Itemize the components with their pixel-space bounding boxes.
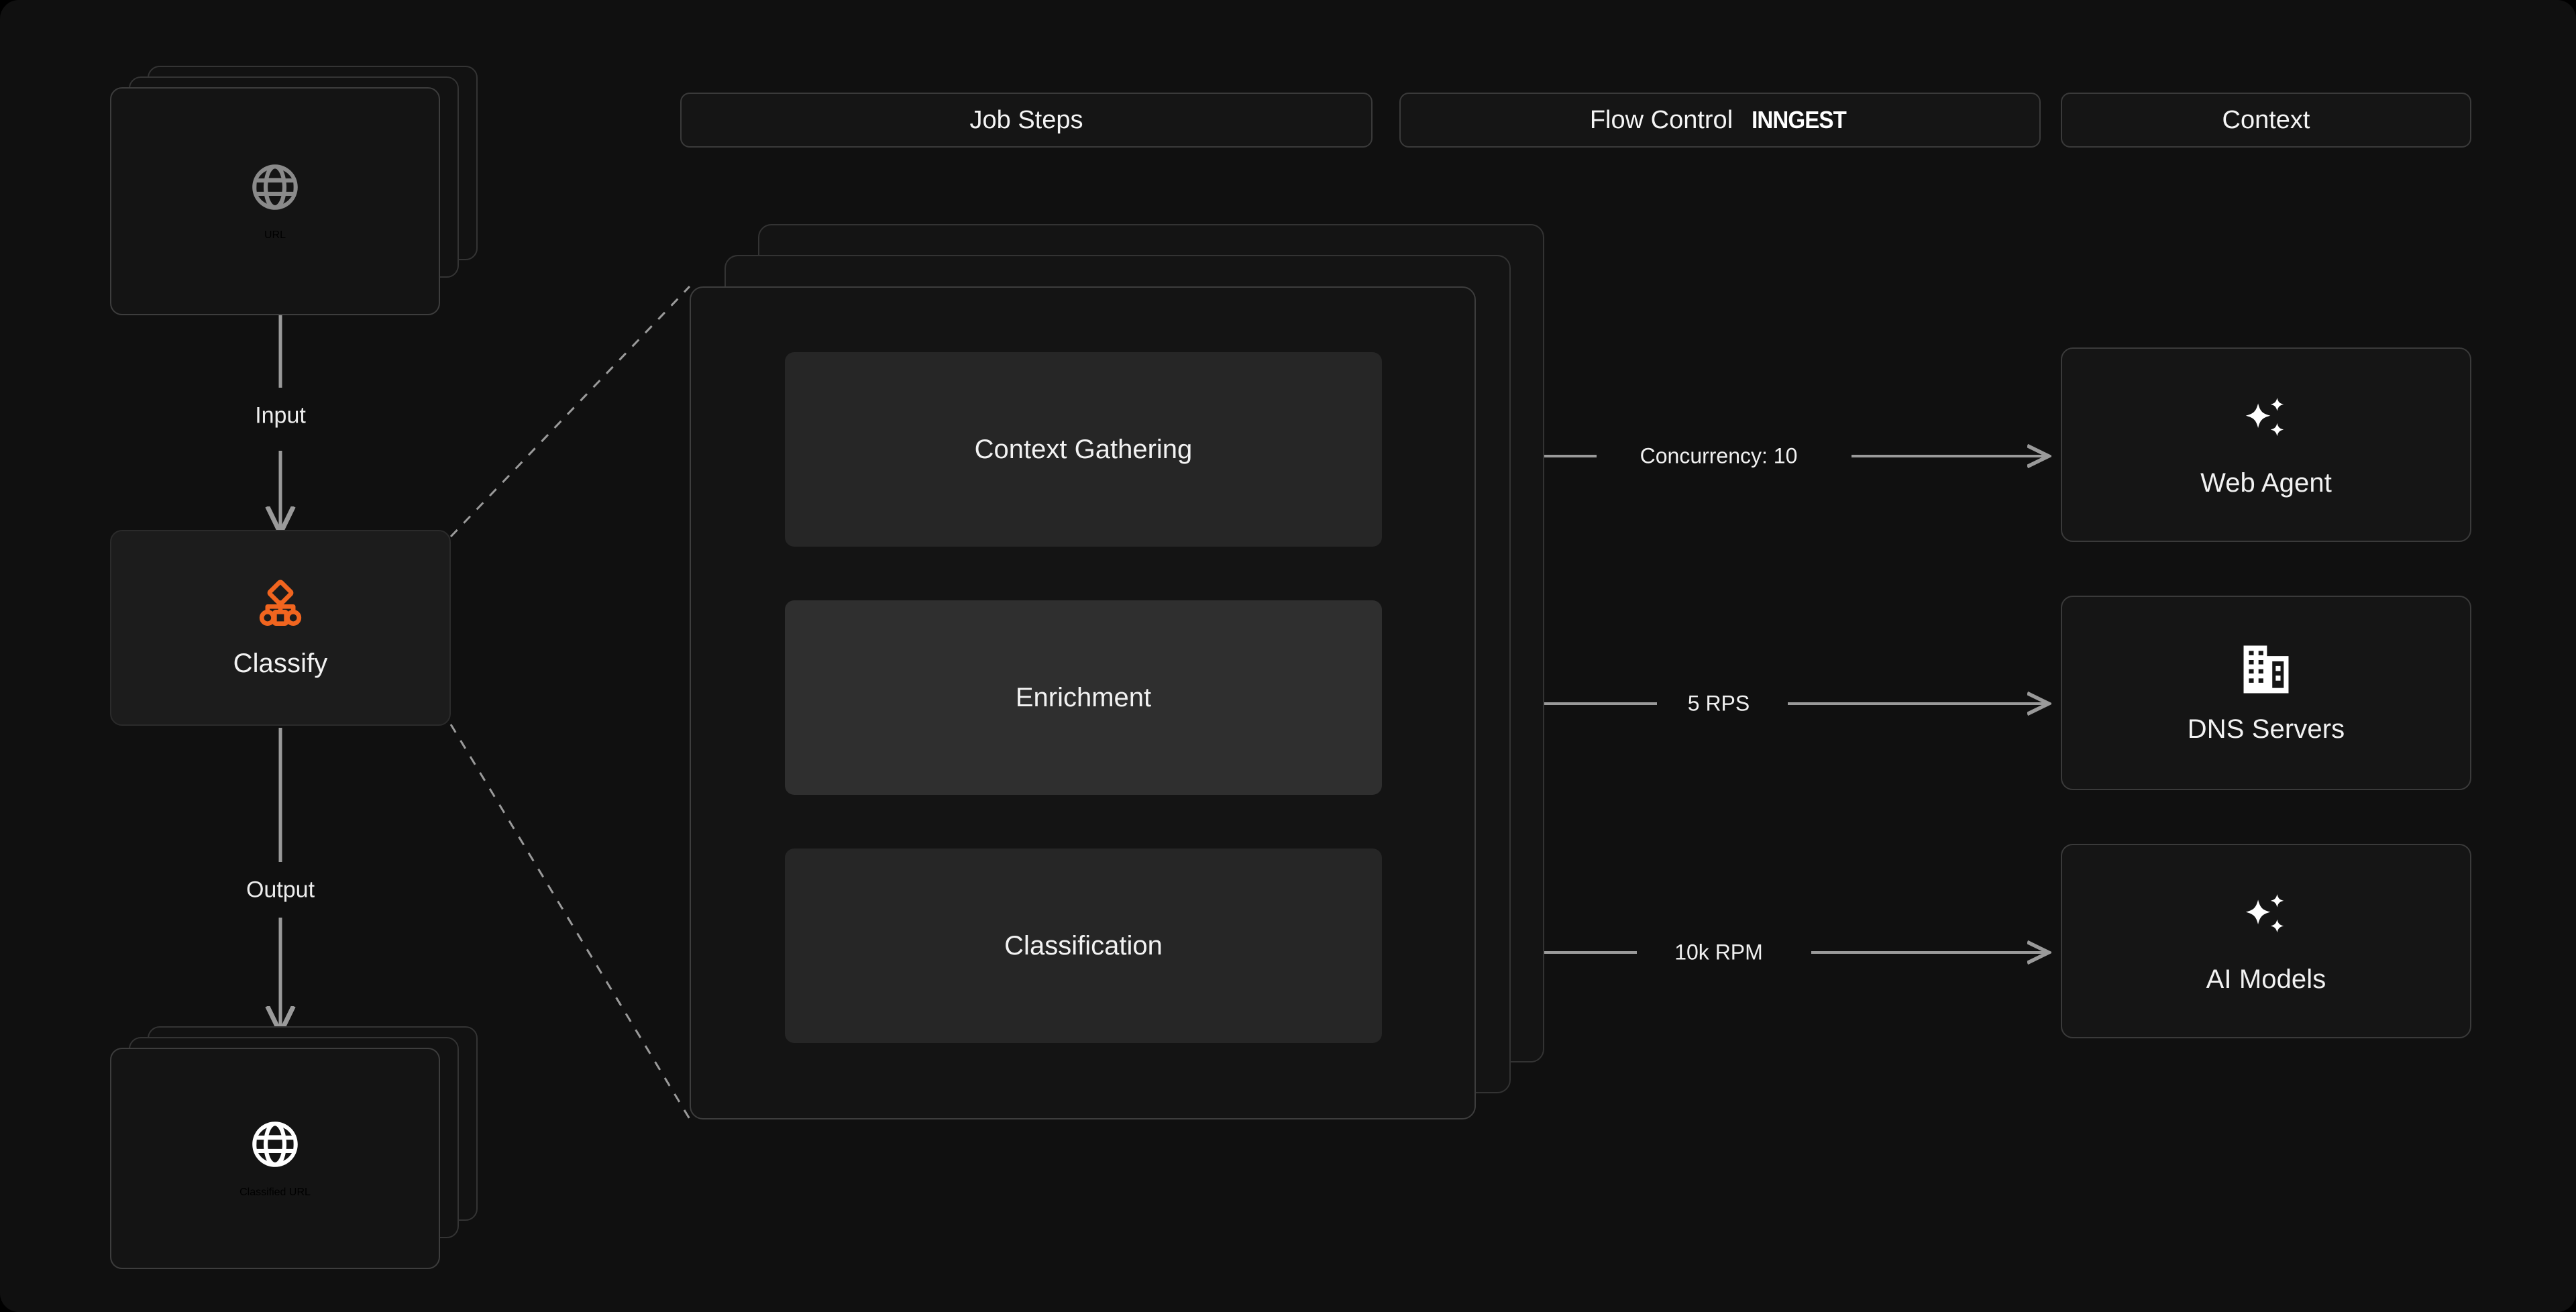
process-node-classify[interactable]: Classify: [110, 530, 451, 726]
inngest-logo-wordmark: INNGEST: [1752, 106, 1847, 133]
sparkles-icon: [2237, 888, 2296, 947]
job-step-label: Classification: [1004, 930, 1163, 961]
job-step-enrichment[interactable]: Enrichment: [785, 600, 1382, 795]
tab-flow-control-label: Flow Control: [1589, 105, 1733, 134]
output-node-label: Classified URL: [239, 1187, 311, 1198]
context-node-web-agent[interactable]: Web Agent: [2061, 347, 2471, 542]
building-icon: [2239, 642, 2294, 697]
context-node-label: DNS Servers: [2187, 714, 2345, 744]
tab-job-steps[interactable]: Job Steps: [680, 93, 1373, 148]
tab-context[interactable]: Context: [2061, 93, 2471, 148]
output-node-stack[interactable]: Classified URL: [110, 1026, 478, 1269]
workflow-branch-icon: [254, 578, 307, 631]
tab-flow-control[interactable]: Flow Control INNGEST: [1399, 93, 2041, 148]
output-edge-label: Output: [246, 877, 315, 903]
context-node-dns-servers[interactable]: DNS Servers: [2061, 596, 2471, 790]
tab-context-label: Context: [2222, 105, 2310, 134]
flow-control-label-concurrency: Concurrency: 10: [1627, 443, 1810, 469]
input-edge-label: Input: [255, 402, 306, 429]
context-node-label: Web Agent: [2200, 468, 2332, 498]
globe-icon: [249, 1118, 301, 1170]
input-node-label: URL: [264, 229, 286, 241]
job-step-classification[interactable]: Classification: [785, 849, 1382, 1043]
tab-job-steps-label: Job Steps: [969, 105, 1083, 134]
context-node-label: AI Models: [2206, 964, 2326, 994]
input-node-stack[interactable]: URL: [110, 66, 478, 315]
job-step-context-gathering[interactable]: Context Gathering: [785, 352, 1382, 547]
job-step-label: Enrichment: [1015, 682, 1152, 712]
flow-control-label-rps: 5 RPS: [1675, 691, 1762, 716]
output-node[interactable]: Classified URL: [110, 1048, 440, 1269]
input-node[interactable]: URL: [110, 87, 440, 315]
globe-icon: [249, 161, 301, 213]
sparkles-icon: [2237, 392, 2296, 451]
flow-control-label-rpm: 10k RPM: [1662, 940, 1775, 965]
job-step-label: Context Gathering: [974, 434, 1193, 464]
context-node-ai-models[interactable]: AI Models: [2061, 844, 2471, 1038]
process-node-label: Classify: [233, 648, 328, 678]
